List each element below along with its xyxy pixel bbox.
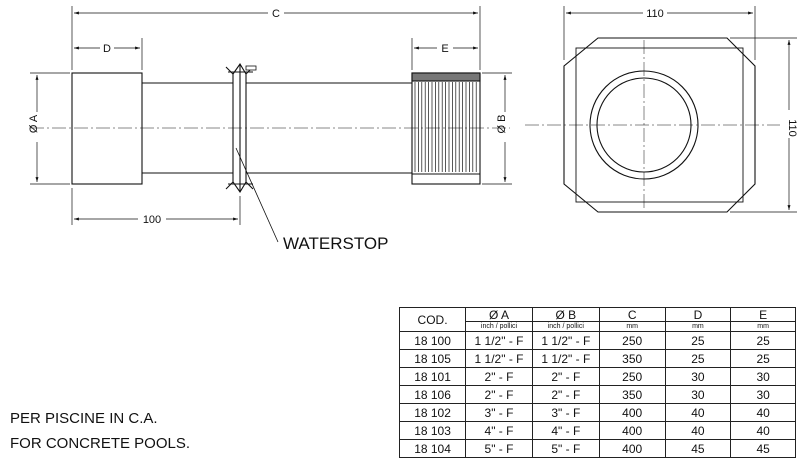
cell-a: 2" - F (465, 367, 533, 386)
waterstop-leader (235, 147, 279, 243)
cell-c: 350 (598, 385, 666, 404)
note-english: FOR CONCRETE POOLS. (10, 435, 191, 452)
cell-d: 25 (664, 331, 732, 350)
cell-b: 1 1/2" - F (531, 331, 600, 350)
unit-a: inch / pollici (465, 321, 533, 332)
dim-b-label: Ø B (496, 115, 508, 134)
cell-b: 1 1/2" - F (531, 349, 600, 368)
cell-c: 400 (598, 403, 666, 422)
table-row: 18 101 2" - F 2" - F 250 30 30 (398, 367, 796, 386)
table-row: 18 103 4" - F 4" - F 400 40 40 (398, 421, 796, 440)
cell-b: 4" - F (531, 421, 600, 440)
waterstop-label: WATERSTOP (283, 234, 388, 253)
cell-cod: 18 101 (398, 367, 467, 386)
cell-a: 1 1/2" - F (465, 349, 533, 368)
cell-cod: 18 100 (398, 331, 467, 350)
unit-c: mm (598, 321, 666, 332)
col-header-d: D (664, 307, 732, 322)
cell-a: 3" - F (465, 403, 533, 422)
side-view (30, 62, 510, 243)
cell-cod: 18 104 (398, 439, 467, 458)
right-threaded-socket (411, 72, 481, 185)
cell-d: 30 (664, 385, 732, 404)
col-header-cod: COD. (398, 307, 467, 332)
cell-c: 400 (598, 439, 666, 458)
table-row: 18 104 5" - F 5" - F 400 45 45 (398, 439, 796, 458)
left-socket (71, 72, 143, 185)
cell-d: 40 (664, 421, 732, 440)
flange-octagon (563, 37, 756, 213)
cell-c: 250 (598, 331, 666, 350)
cell-e: 25 (730, 349, 796, 368)
cell-d: 45 (664, 439, 732, 458)
cell-c: 400 (598, 421, 666, 440)
cell-c: 250 (598, 367, 666, 386)
dim-d-label: D (103, 43, 111, 55)
unit-d: mm (664, 321, 732, 332)
cell-cod: 18 103 (398, 421, 467, 440)
col-header-c: C (598, 307, 666, 322)
cell-a: 2" - F (465, 385, 533, 404)
table-row: 18 102 3" - F 3" - F 400 40 40 (398, 403, 796, 422)
dim-110-top-label: 110 (646, 8, 664, 20)
cell-e: 30 (730, 385, 796, 404)
cell-d: 30 (664, 367, 732, 386)
table-row: 18 100 1 1/2" - F 1 1/2" - F 250 25 25 (398, 331, 796, 350)
cell-cod: 18 105 (398, 349, 467, 368)
cell-a: 1 1/2" - F (465, 331, 533, 350)
thread-lines (414, 82, 477, 172)
dim-a-label: Ø A (28, 114, 40, 133)
cell-b: 3" - F (531, 403, 600, 422)
table-row: 18 106 2" - F 2" - F 350 30 30 (398, 385, 796, 404)
col-header-b: Ø B (531, 307, 600, 322)
dim-100-label: 100 (143, 214, 161, 226)
cell-a: 4" - F (465, 421, 533, 440)
unit-b: inch / pollici (531, 321, 600, 332)
unit-e: mm (730, 321, 796, 332)
cell-e: 25 (730, 331, 796, 350)
dim-e-label: E (441, 43, 448, 55)
col-header-e: E (730, 307, 796, 322)
cell-cod: 18 106 (398, 385, 467, 404)
cell-cod: 18 102 (398, 403, 467, 422)
table-row: 18 105 1 1/2" - F 1 1/2" - F 350 25 25 (398, 349, 796, 368)
cell-e: 45 (730, 439, 796, 458)
cell-d: 25 (664, 349, 732, 368)
dim-110-side-label: 110 (786, 119, 798, 137)
dimension-lines (30, 6, 512, 225)
cell-b: 5" - F (531, 439, 600, 458)
col-header-a: Ø A (465, 307, 533, 322)
cell-d: 40 (664, 403, 732, 422)
cell-e: 40 (730, 403, 796, 422)
spec-table: COD. Ø A Ø B C D E inch / pollici inch /… (398, 307, 796, 458)
cell-b: 2" - F (531, 367, 600, 386)
cell-b: 2" - F (531, 385, 600, 404)
front-view (525, 37, 780, 213)
cell-e: 40 (730, 421, 796, 440)
cell-e: 30 (730, 367, 796, 386)
note-italian: PER PISCINE IN C.A. (10, 410, 158, 427)
front-dimension-lines (563, 6, 797, 213)
cell-a: 5" - F (465, 439, 533, 458)
cell-c: 350 (598, 349, 666, 368)
dim-c-label: C (272, 8, 280, 20)
